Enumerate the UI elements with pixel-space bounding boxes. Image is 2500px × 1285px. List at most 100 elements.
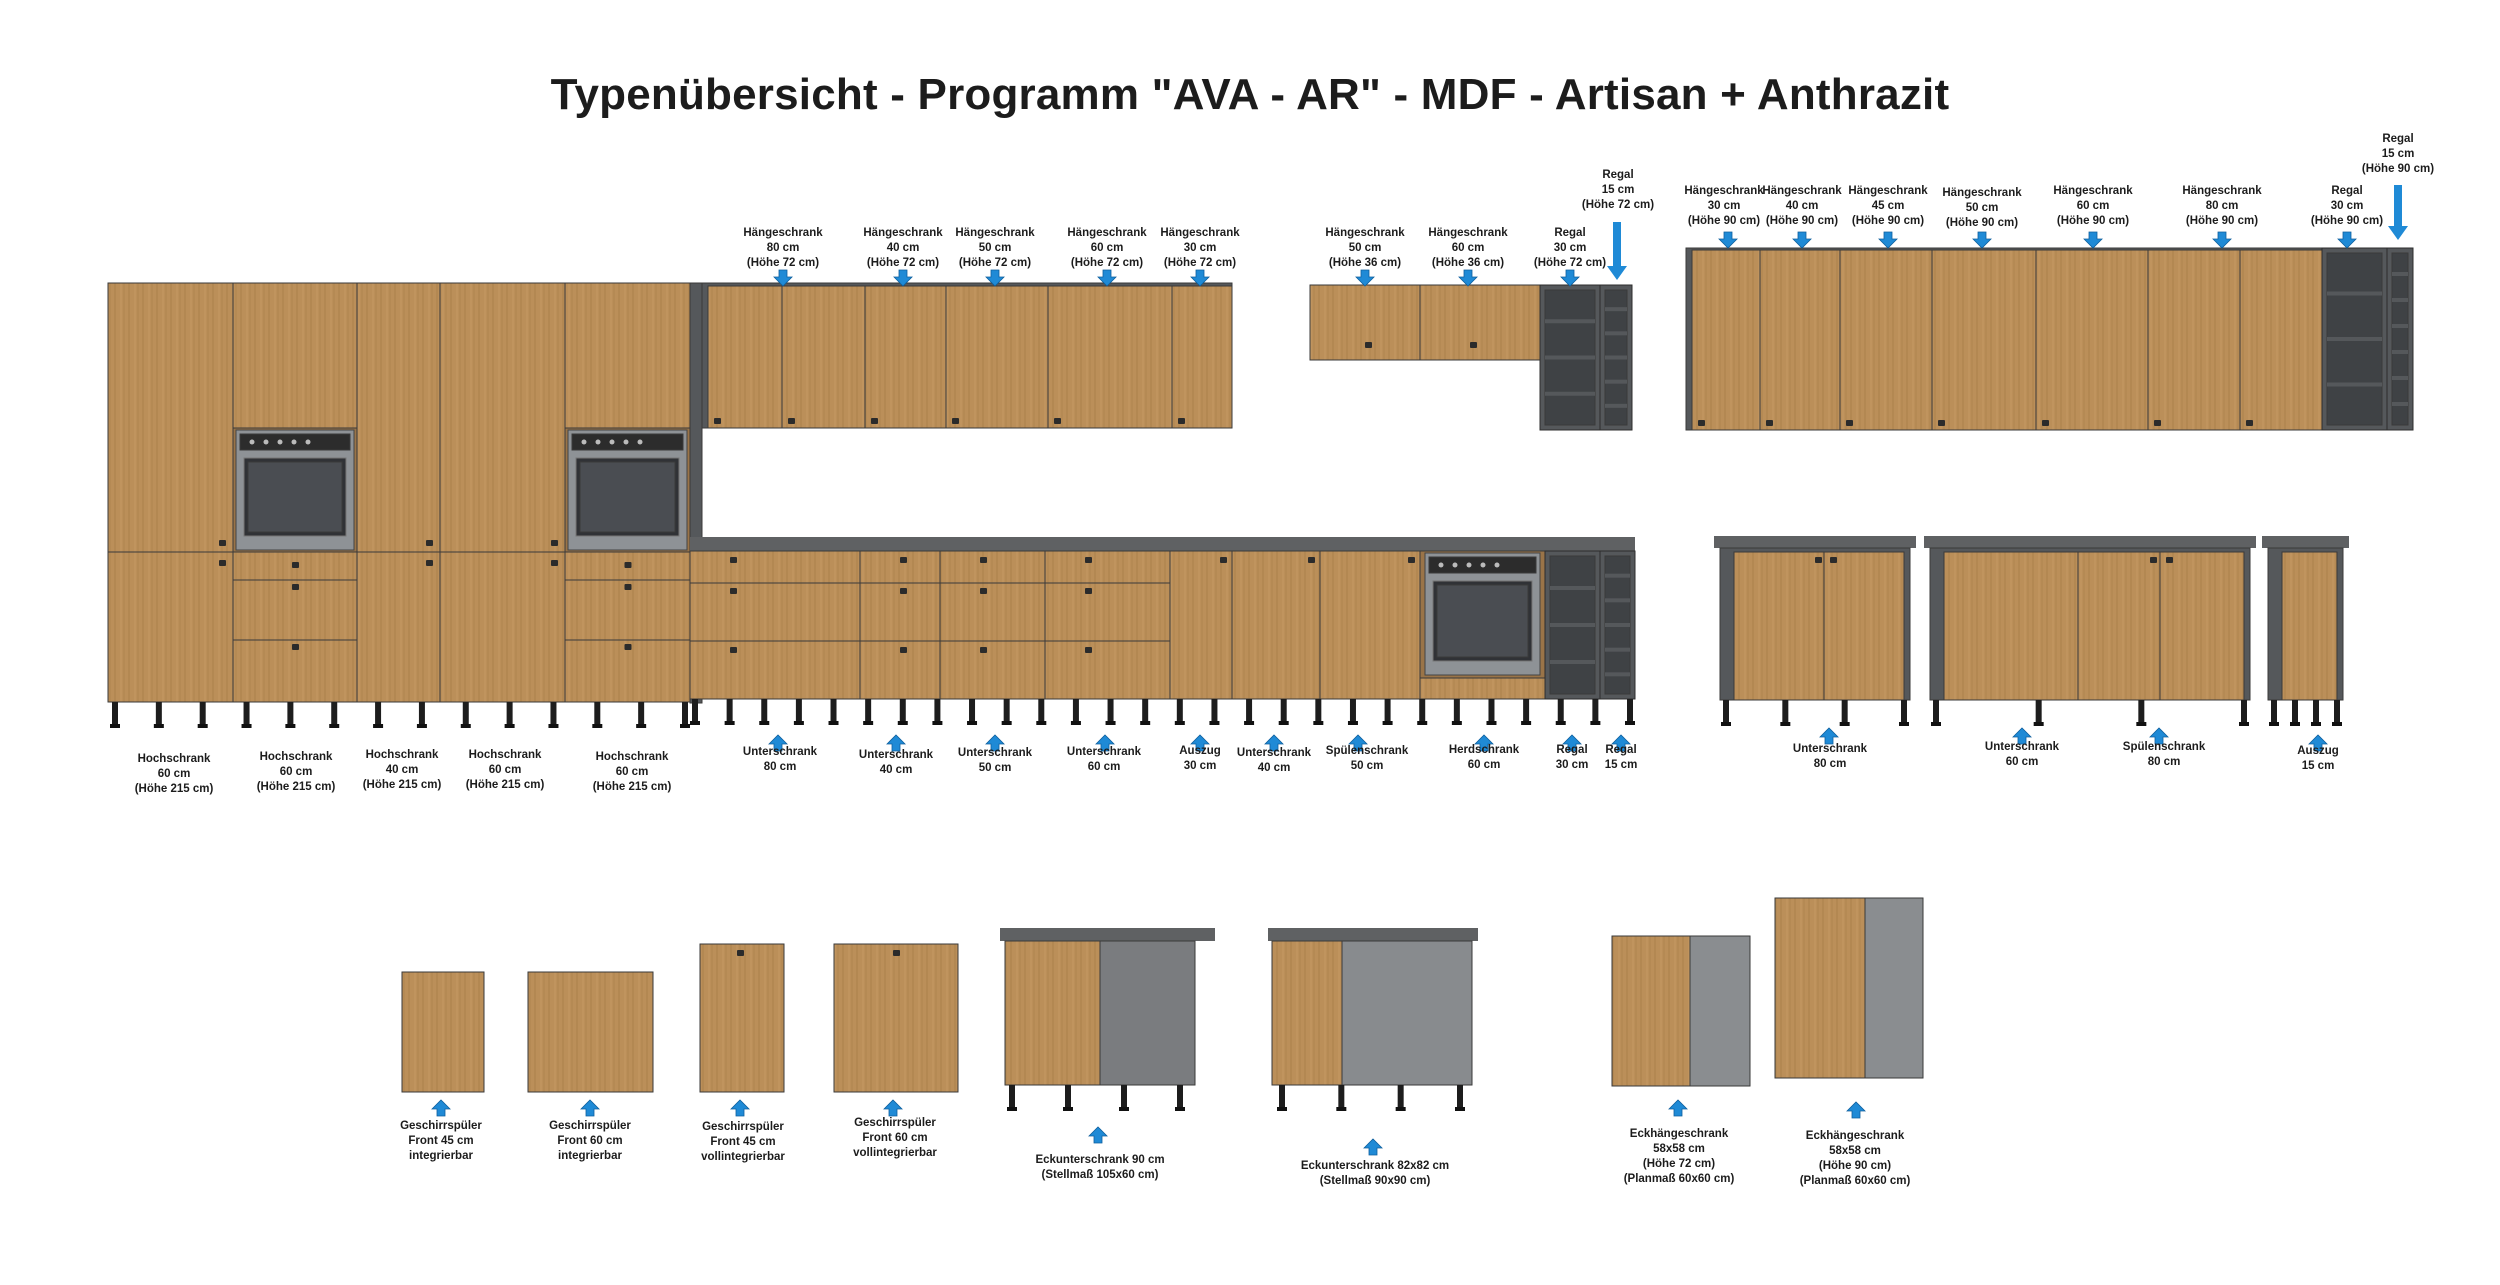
- cabinet-leg: [726, 699, 733, 723]
- oven-glass: [579, 461, 676, 533]
- door-handle: [1698, 420, 1705, 426]
- leg-foot: [680, 724, 690, 728]
- leg-foot: [1277, 1107, 1287, 1111]
- leg-foot: [1119, 1107, 1129, 1111]
- arrow-up-icon: [1363, 1138, 1383, 1156]
- shelf-board: [2392, 324, 2408, 328]
- door-handle: [2246, 420, 2253, 426]
- label-line: 80 cm: [766, 242, 800, 254]
- arrow-up-icon: [768, 734, 788, 752]
- cabinet-leg: [1065, 1085, 1071, 1109]
- shelf-board: [1545, 319, 1595, 324]
- wall-cabinet-90-door: [1931, 249, 2037, 431]
- door-handle: [1085, 588, 1092, 594]
- cabinet-leg: [2271, 700, 2277, 724]
- wall-cabinet-90-door: [1839, 249, 1933, 431]
- base-unit-80: [1733, 551, 1905, 701]
- leg-foot: [759, 721, 770, 725]
- leg-foot: [285, 724, 296, 728]
- leg-foot: [932, 721, 943, 725]
- label-line: (Stellmaß 90x90 cm): [1319, 1175, 1431, 1187]
- label-line: 30 cm: [1555, 759, 1589, 771]
- oven-knob: [249, 439, 255, 445]
- shelf-board: [2327, 291, 2382, 296]
- label-line: Hochschrank: [365, 749, 439, 761]
- label-line: Hängeschrank: [2182, 185, 2262, 197]
- leg-foot: [1175, 1107, 1185, 1111]
- label-line: 58x58 cm: [1829, 1145, 1881, 1157]
- label-line: 50 cm: [978, 242, 1012, 254]
- leg-foot: [153, 724, 164, 728]
- cabinet-leg: [506, 702, 513, 726]
- label-line: 60 cm: [1451, 242, 1485, 254]
- countertop: [1714, 536, 1916, 548]
- door-handle: [2166, 557, 2173, 563]
- cabinet-leg: [2334, 700, 2340, 724]
- cabinet-leg: [2313, 700, 2319, 724]
- cabinet-leg: [692, 699, 698, 723]
- leg-foot: [110, 724, 120, 728]
- oven-glass: [247, 461, 343, 533]
- arrow-up-icon: [2012, 727, 2032, 745]
- cabinet-leg: [1349, 699, 1356, 723]
- arrow-down-icon: [2388, 226, 2408, 240]
- leg-foot: [636, 724, 647, 728]
- label-line: (Höhe 90 cm): [2310, 215, 2384, 227]
- arrow-up-icon: [883, 1099, 903, 1117]
- label-line: 60 cm: [1467, 759, 1501, 771]
- label-line: Spülenschrank: [2122, 741, 2206, 753]
- drawer-front: [564, 639, 691, 703]
- label-line: Eckhängeschrank: [1805, 1130, 1905, 1142]
- oven-glass: [1436, 584, 1529, 658]
- door-handle: [2154, 420, 2161, 426]
- label-line: 15 cm: [1601, 184, 1635, 196]
- drawer-front: [1044, 582, 1171, 642]
- cabinet-leg: [287, 702, 294, 726]
- door-handle: [1830, 557, 1837, 563]
- label-line: (Höhe 215 cm): [256, 781, 336, 793]
- leg-foot: [2290, 722, 2300, 726]
- countertop: [690, 537, 1635, 551]
- door-handle: [1846, 420, 1853, 426]
- leg-foot: [863, 721, 874, 725]
- label-line: Eckhängeschrank: [1629, 1128, 1729, 1140]
- door-handle: [292, 562, 299, 568]
- dishwasher-front-60-full: [833, 943, 959, 1093]
- leg-foot: [1931, 722, 1941, 726]
- shelf-board: [1605, 598, 1630, 603]
- leg-foot: [1347, 721, 1358, 725]
- oven-knob: [1480, 562, 1486, 568]
- label-eckunterschrank-90: Eckunterschrank 90 cm(Stellmaß 105x60 cm…: [1035, 1153, 1164, 1183]
- label-line: (Höhe 72 cm): [1163, 257, 1237, 269]
- door-handle: [426, 540, 433, 546]
- cabinet-leg: [1627, 699, 1633, 723]
- cabinet-leg: [1009, 1085, 1015, 1109]
- drawer-front: [689, 640, 861, 700]
- label-line: Hängeschrank: [1160, 227, 1240, 239]
- cabinet-leg: [682, 702, 688, 726]
- cabinet-leg: [1003, 699, 1010, 723]
- label-line: Hochschrank: [259, 751, 333, 763]
- cabinet-leg: [199, 702, 206, 726]
- shelf-board: [1605, 647, 1630, 652]
- label-line: 80 cm: [2147, 756, 2181, 768]
- door-handle: [1766, 420, 1773, 426]
- wall-cabinet-door: [945, 285, 1049, 429]
- leg-foot: [724, 721, 735, 725]
- oven-knob: [291, 439, 297, 445]
- cabinet-leg: [899, 699, 906, 723]
- door-handle: [952, 418, 959, 424]
- leg-foot: [1278, 721, 1289, 725]
- arrow-down-icon: [1792, 231, 1812, 249]
- door-handle: [1178, 418, 1185, 424]
